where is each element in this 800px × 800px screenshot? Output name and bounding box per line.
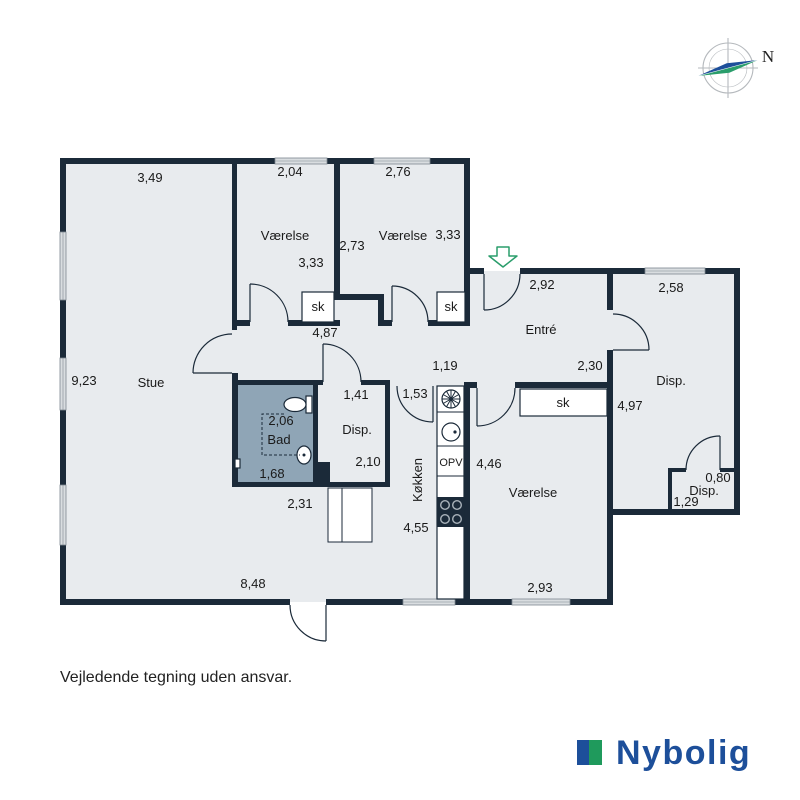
wardrobe — [519, 388, 608, 417]
toilet-icon — [283, 395, 313, 414]
vaerelse-3-width: 2,93 — [527, 580, 552, 595]
door-swing — [396, 385, 434, 423]
disp-1-width: 2,58 — [658, 280, 683, 295]
hallway-dim-c: 1,53 — [402, 386, 427, 401]
window — [402, 598, 456, 606]
window — [59, 484, 67, 546]
bad-length: 2,06 — [268, 413, 293, 428]
koekken-length: 4,55 — [403, 520, 428, 535]
disp-3-width: 1,41 — [343, 387, 368, 402]
vaerelse-2-wardrobe: sk — [445, 299, 459, 314]
vaerelse-1-name: Værelse — [261, 228, 309, 243]
vaerelse-1-length: 3,33 — [298, 255, 323, 270]
disp-2-length: 0,80 — [705, 470, 730, 485]
window — [274, 157, 328, 165]
exterior-door-swing — [289, 604, 327, 642]
window — [511, 598, 571, 606]
door-swing — [192, 333, 233, 374]
vaerelse-1-width: 2,04 — [277, 164, 302, 179]
disp-2-width: 1,29 — [673, 494, 698, 509]
extractor-hood-icon — [441, 389, 461, 409]
bad-width: 1,68 — [259, 466, 284, 481]
wardrobe — [301, 291, 335, 323]
window — [59, 231, 67, 301]
disp-1-length: 4,97 — [617, 398, 642, 413]
room-labels: 3,49 9,23 Stue 8,48 2,04 Værelse 3,33 sk… — [71, 164, 730, 595]
compass-north-label: N — [762, 47, 774, 66]
hallway-dim-a: 4,87 — [312, 325, 337, 340]
hob-icon — [437, 497, 464, 527]
hallway-dim-d: 2,31 — [287, 496, 312, 511]
kitchen-counter — [436, 385, 465, 600]
window — [59, 357, 67, 411]
vaerelse-2-length-right: 3,33 — [435, 227, 460, 242]
kitchen-sink-icon — [441, 422, 461, 442]
entrance-door-swing — [483, 273, 521, 311]
wardrobe — [436, 291, 466, 323]
door-swing — [612, 313, 650, 351]
floor-drain-icon — [234, 458, 241, 469]
vaerelse-1-wardrobe: sk — [312, 299, 326, 314]
door-swing — [391, 285, 429, 323]
door-swing — [476, 387, 516, 427]
logo-mark-icon — [577, 740, 602, 765]
door-swing — [685, 435, 721, 471]
disp-3-name: Disp. — [342, 422, 372, 437]
vaerelse-3-name: Værelse — [509, 485, 557, 500]
disclaimer-text: Vejledende tegning uden ansvar. — [60, 669, 292, 686]
koekken-name: Køkken — [410, 458, 425, 502]
stue-width-bottom: 8,48 — [240, 576, 265, 591]
entrance-arrow-icon — [488, 246, 518, 268]
vaerelse-2-name: Værelse — [379, 228, 427, 243]
entre-name: Entré — [525, 322, 556, 337]
bad-name: Bad — [267, 432, 290, 447]
logo-wordmark: Nybolig — [616, 734, 751, 772]
door-swing — [249, 283, 289, 323]
stue-length: 9,23 — [71, 373, 96, 388]
kitchen-appliance-label: OPV — [439, 457, 463, 469]
hallway-dim-b: 1,19 — [432, 358, 457, 373]
stue-name: Stue — [138, 375, 165, 390]
window — [644, 267, 706, 275]
entre-length: 2,30 — [577, 358, 602, 373]
window — [373, 157, 431, 165]
compass-icon — [697, 38, 759, 98]
vaerelse-3-length: 4,46 — [476, 456, 501, 471]
vaerelse-2-width: 2,76 — [385, 164, 410, 179]
vaerelse-3-wardrobe: sk — [557, 395, 571, 410]
vaerelse-2-length-left: 2,73 — [339, 238, 364, 253]
disp-2-name: Disp. — [689, 483, 719, 498]
stue-width-top: 3,49 — [137, 170, 162, 185]
staircase-icon — [327, 487, 373, 543]
disp-1-name: Disp. — [656, 373, 686, 388]
shower-area — [261, 413, 300, 456]
disp-3-length: 2,10 — [355, 454, 380, 469]
door-swing — [322, 343, 362, 383]
entre-width: 2,92 — [529, 277, 554, 292]
